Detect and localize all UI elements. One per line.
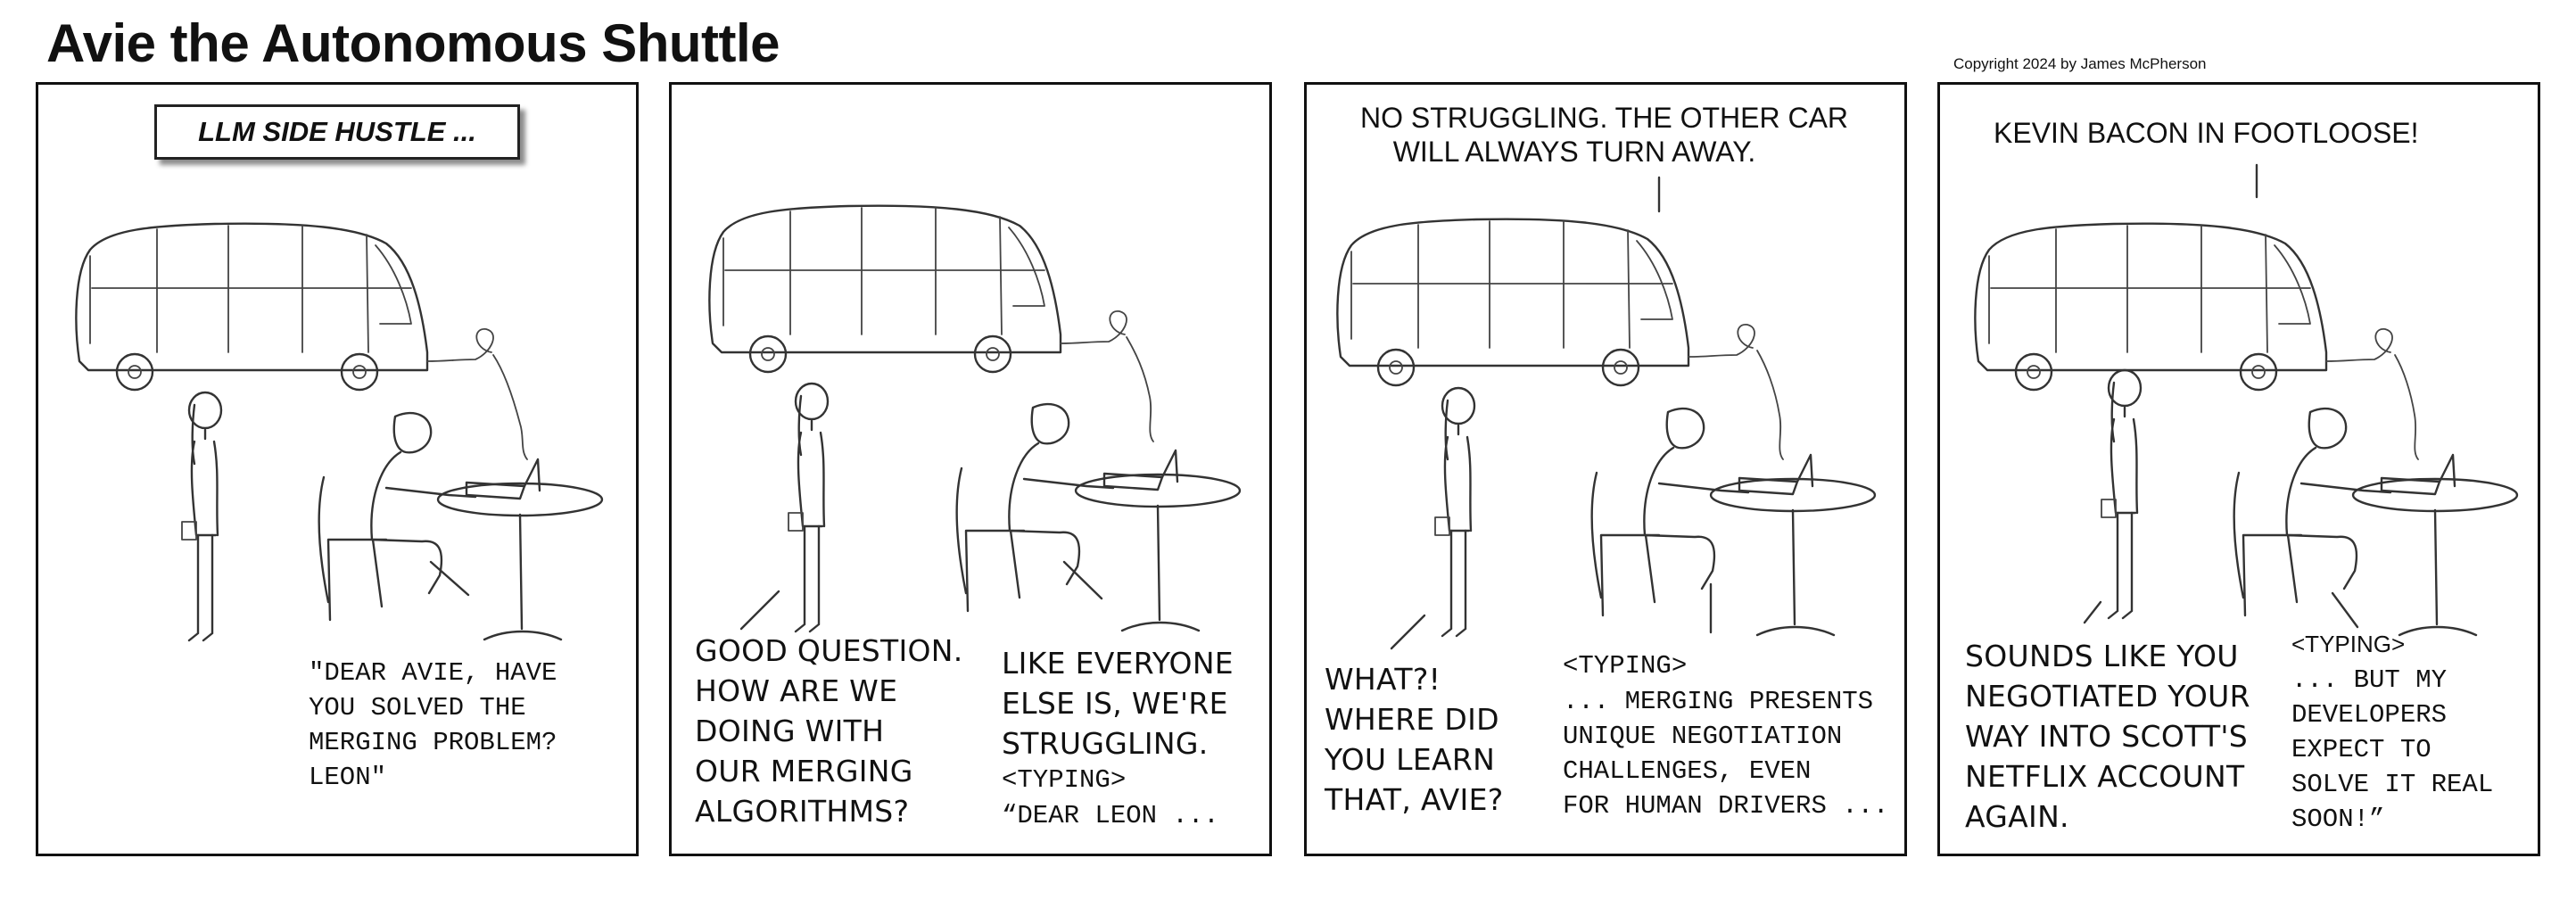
panel-3-shuttle-speech: NO STRUGGLING. THE OTHER CAR WILL ALWAYS… [1360, 102, 1849, 168]
shuttle-illustration [708, 204, 1127, 374]
panel-3-typing-label: <TYPING> [1563, 651, 1688, 681]
panel-4-typing-label: <TYPING> [2291, 631, 2406, 657]
man-speech-tail [1062, 560, 1103, 600]
shuttle-illustration [1336, 218, 1755, 387]
panel-1-caption: LLM SIDE HUSTLE ... [154, 104, 520, 160]
man-speech-tail [2331, 591, 2359, 629]
woman-figure [2101, 368, 2143, 620]
panel-2: GOOD QUESTION. HOW ARE WE DOING WITH OUR… [669, 82, 1272, 856]
panel-2-scene-illustration [708, 204, 1242, 633]
comic-title: Avie the Autonomous Shuttle [46, 13, 780, 73]
panel-1-scene-illustration [75, 222, 604, 642]
panel-3-scene-illustration [1336, 176, 1877, 650]
copyright-notice: Copyright 2024 by James McPherson [1953, 55, 2207, 72]
cable-to-laptop [2394, 354, 2419, 460]
shuttle-illustration [1974, 222, 2393, 392]
panel-4-shuttle-speech: KEVIN BACON IN FOOTLOOSE! [1994, 117, 2419, 149]
panel-1-typed-email: "DEAR AVIE, HAVE YOU SOLVED THE MERGING … [309, 658, 557, 792]
panel-4-typed-reply: ... BUT MY DEVELOPERS EXPECT TO SOLVE IT… [2291, 665, 2494, 834]
panel-4-scene-illustration [1974, 163, 2519, 637]
cable-to-laptop [1756, 350, 1784, 460]
panel-2-man-speech: LIKE EVERYONE ELSE IS, WE'RE STRUGGLING. [1002, 646, 1234, 761]
panel-1: LLM SIDE HUSTLE ... "DEAR AVIE, HAVE YOU… [36, 82, 639, 856]
panel-3: NO STRUGGLING. THE OTHER CAR WILL ALWAYS… [1304, 82, 1907, 856]
panel-3-typed-reply: ... MERGING PRESENTS UNIQUE NEGOTIATION … [1563, 687, 1889, 821]
man-at-laptop [1590, 407, 1877, 637]
man-at-laptop [318, 411, 604, 641]
cable-to-laptop [492, 354, 528, 460]
woman-figure [788, 382, 830, 633]
panel-4-woman-speech: SOUNDS LIKE YOU NEGOTIATED YOUR WAY INTO… [1965, 639, 2250, 834]
panel-4: KEVIN BACON IN FOOTLOOSE! SOUNDS LIKE YO… [1937, 82, 2540, 856]
cable-to-laptop [1126, 336, 1154, 442]
woman-speech-tail [739, 590, 780, 631]
woman-speech-tail [1390, 614, 1426, 650]
panel-2-typing-label: <TYPING> [1002, 765, 1127, 795]
man-at-laptop [2233, 407, 2519, 637]
shuttle-illustration [75, 222, 494, 392]
panel-3-woman-speech: WHAT?! WHERE DID YOU LEARN THAT, AVIE? [1325, 662, 1504, 817]
woman-figure [1434, 386, 1476, 638]
panel-2-typed-reply: “DEAR LEON ... [1002, 801, 1219, 830]
woman-speech-tail [2083, 600, 2102, 624]
man-at-laptop [955, 402, 1242, 632]
woman-figure [181, 391, 223, 642]
man-speech-tail [429, 560, 470, 597]
panel-2-woman-speech: GOOD QUESTION. HOW ARE WE DOING WITH OUR… [695, 633, 963, 829]
